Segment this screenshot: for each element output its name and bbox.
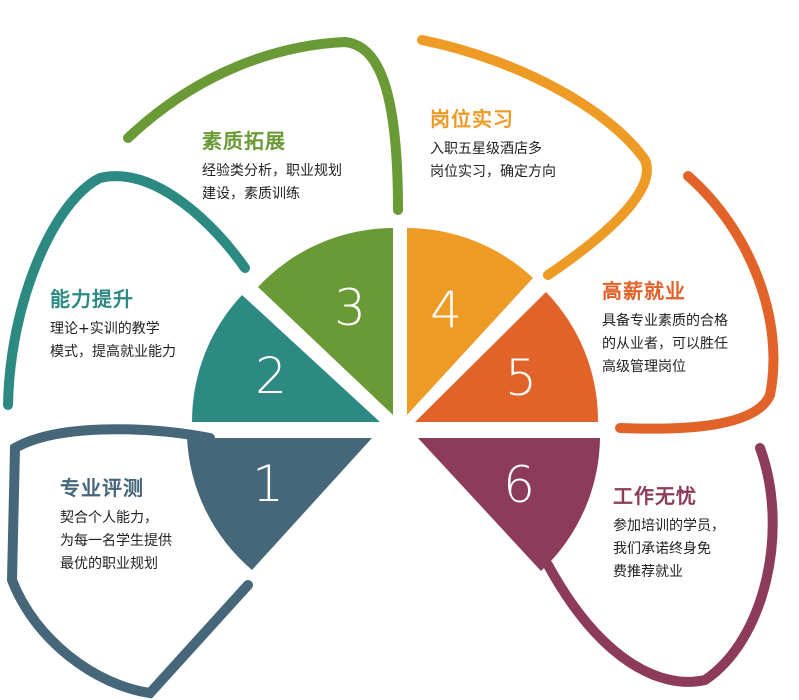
petal-outline-2 xyxy=(3,171,250,410)
wedge-2 xyxy=(191,295,380,422)
segment-block-3: 素质拓展 经验类分析，职业规划 建设，素质训练 xyxy=(202,125,342,206)
segment-text-line: 参加培训的学员， xyxy=(613,518,725,534)
segment-title-3: 素质拓展 xyxy=(202,129,286,153)
segment-block-4: 岗位实习 入职五星级酒店多 岗位实习，确定方向 xyxy=(430,103,556,184)
segment-text-line: 具备专业素质的合格 xyxy=(602,313,728,329)
wedge-5 xyxy=(415,292,599,422)
segment-block-2: 能力提升 理论+实训的教学 模式，提高就业能力 xyxy=(50,283,176,364)
wedge-3 xyxy=(258,228,393,415)
segment-text-line: 模式，提高就业能力 xyxy=(50,344,176,360)
segment-text-line: 我们承诺终身免 xyxy=(613,541,711,557)
segment-text-line: 入职五星级酒店多 xyxy=(430,141,542,157)
petal-outline-1 xyxy=(6,424,253,699)
wedge-number-1: 1 xyxy=(252,455,284,513)
wedge-number-6: 6 xyxy=(503,456,535,514)
segment-text-line: 经验类分析，职业规划 xyxy=(202,163,342,179)
petal-outline-4 xyxy=(417,35,652,280)
wedge-number-2: 2 xyxy=(255,347,287,405)
petal-outline-5 xyxy=(615,171,779,434)
wedge-number-3: 3 xyxy=(334,279,366,337)
wedge-number-5: 5 xyxy=(505,349,537,407)
wedge-4 xyxy=(407,228,533,415)
wedge-1 xyxy=(187,438,372,570)
segment-text-line: 契合个人能力， xyxy=(60,510,158,526)
wedge-6 xyxy=(418,438,600,571)
segment-block-5: 高薪就业 具备专业素质的合格 的从业者，可以胜任 高级管理岗位 xyxy=(602,275,728,379)
segment-title-6: 工作无忧 xyxy=(613,484,697,508)
segment-block-6: 工作无忧 参加培训的学员， 我们承诺终身免 费推荐就业 xyxy=(613,480,725,584)
segment-text-line: 最优的职业规划 xyxy=(60,556,158,572)
wedge-number-4: 4 xyxy=(430,281,462,339)
petal-outline-3 xyxy=(123,36,403,215)
segment-text-line: 建设，素质训练 xyxy=(202,186,300,202)
segment-block-1: 专业评测 契合个人能力， 为每一名学生提供 最优的职业规划 xyxy=(60,472,172,576)
segment-title-5: 高薪就业 xyxy=(602,279,686,303)
segment-title-4: 岗位实习 xyxy=(430,107,514,131)
segment-text-line: 岗位实习，确定方向 xyxy=(430,164,556,180)
segment-text-line: 的从业者，可以胜任 xyxy=(602,336,728,352)
segment-text-line: 高级管理岗位 xyxy=(602,359,686,375)
segment-text-line: 费推荐就业 xyxy=(613,564,683,580)
segment-text-line: 为每一名学生提供 xyxy=(60,533,172,549)
segment-title-2: 能力提升 xyxy=(50,287,134,311)
segment-title-1: 专业评测 xyxy=(60,476,144,500)
segment-text-line: 理论+实训的教学 xyxy=(50,321,160,337)
petal-outline-6 xyxy=(543,443,778,687)
